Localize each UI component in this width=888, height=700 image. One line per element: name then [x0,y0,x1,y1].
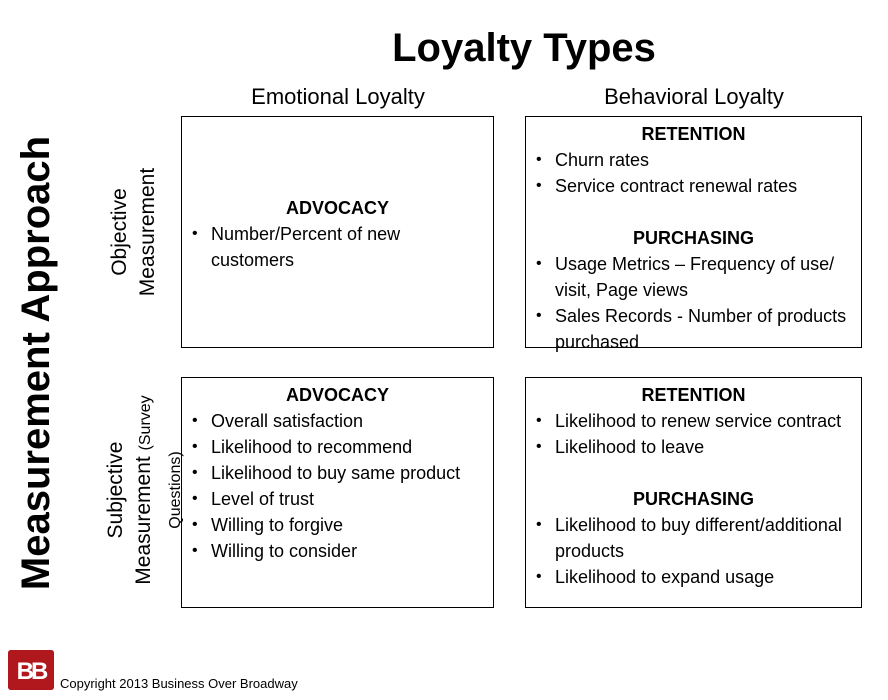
section-heading-purchasing: PURCHASING [632,489,754,509]
bullet-icon: • [536,568,542,585]
row-label-objective-line1: Objective [108,188,131,276]
list-item: • Usage Metrics – Frequency of use/ visit… [534,251,853,303]
list-item: • Overall satisfaction [190,408,485,434]
bb-logo-icon: BB [8,650,54,690]
bullet-icon: • [536,516,542,533]
row-label-objective: Objective Measurement [106,112,166,352]
list-item-text: Willing to consider [211,541,358,561]
list-item-text: Willing to forgive [211,515,344,535]
bullet-list: • Likelihood to buy different/additional … [534,512,853,590]
bullet-icon: • [192,516,198,533]
bullet-icon: • [536,412,542,429]
section-heading-retention: RETENTION [641,124,746,144]
quadrant-subjective-emotional: ADVOCACY • Overall satisfaction • Likelihood… [181,377,494,608]
page-title: Loyalty Types [392,26,656,70]
bullet-icon: • [192,542,198,559]
quadrant-subjective-behavioral: RETENTION • Likelihood to renew service co… [525,377,862,608]
list-item: • Likelihood to expand usage [534,564,853,590]
bullet-list: • Likelihood to renew service contract • Li… [534,408,853,460]
list-item: • Likelihood to buy different/additional … [534,512,853,564]
list-item-text: Likelihood to buy different/additional p… [555,515,842,561]
bullet-list: • Churn rates • Service contract renewal ra… [534,147,853,199]
bullet-icon: • [536,307,542,324]
axis-label-measurement-approach: Measurement Approach [14,135,58,591]
section-heading-purchasing: PURCHASING [632,228,754,248]
list-item: • Number/Percent of new customers [190,221,485,273]
list-item: • Level of trust [190,486,485,512]
bullet-icon: • [536,255,542,272]
list-item: • Likelihood to leave [534,434,853,460]
bullet-icon: • [536,177,542,194]
list-item-text: Likelihood to recommend [211,437,413,457]
bullet-list: • Overall satisfaction • Likelihood to reco… [190,408,485,564]
copyright-text: Copyright 2013 Business Over Broadway [60,676,298,691]
list-item: • Likelihood to renew service contract [534,408,853,434]
section-heading-retention: RETENTION [641,385,746,405]
bullet-icon: • [192,225,198,242]
list-item: • Likelihood to recommend [190,434,485,460]
list-item: • Willing to consider [190,538,485,564]
quadrant-objective-behavioral: RETENTION • Churn rates • Service contract r… [525,116,862,352]
bb-logo-letters: BB [17,658,48,685]
bullet-icon: • [192,464,198,481]
list-item: • Sales Records - Number of products purc… [534,303,853,355]
list-item-text: Sales Records - Number of products purch… [555,306,847,352]
list-item-text: Likelihood to leave [555,437,705,457]
quadrant-objective-emotional: ADVOCACY • Number/Percent of new customers [181,116,494,348]
list-item-text: Number/Percent of new customers [211,224,401,270]
bullet-icon: • [536,151,542,168]
bullet-list: • Usage Metrics – Frequency of use/ visit… [534,251,853,355]
list-item-text: Service contract renewal rates [555,176,798,196]
list-item-text: Level of trust [211,489,315,509]
row-label-subjective: Subjective Measurement (Survey Questions… [102,370,184,610]
list-item-text: Likelihood to renew service contract [555,411,842,431]
bullet-icon: • [192,438,198,455]
column-header-emotional-loyalty: Emotional Loyalty [251,84,425,109]
column-header-behavioral-loyalty: Behavioral Loyalty [604,84,784,109]
section-heading-advocacy: ADVOCACY [285,198,389,218]
list-item-text: Likelihood to buy same product [211,463,461,483]
row-label-subjective-line2: Measurement [132,456,155,585]
bullet-icon: • [192,412,198,429]
list-item: • Likelihood to buy same product [190,460,485,486]
row-label-objective-line2: Measurement [136,167,159,297]
list-item: • Churn rates [534,147,853,173]
section-heading-advocacy: ADVOCACY [285,385,389,405]
bullet-icon: • [192,490,198,507]
section-gap [534,460,853,486]
list-item-text: Churn rates [555,150,650,170]
list-item-text: Overall satisfaction [211,411,364,431]
list-item: • Service contract renewal rates [534,173,853,199]
bullet-icon: • [536,438,542,455]
row-label-subjective-line1: Subjective [104,441,127,539]
bb-logo: BB [8,650,54,690]
list-item: • Willing to forgive [190,512,485,538]
list-item-text: Likelihood to expand usage [555,567,775,587]
bullet-list: • Number/Percent of new customers [190,221,485,273]
list-item-text: Usage Metrics – Frequency of use/ visit,… [555,254,835,300]
section-gap [534,199,853,225]
